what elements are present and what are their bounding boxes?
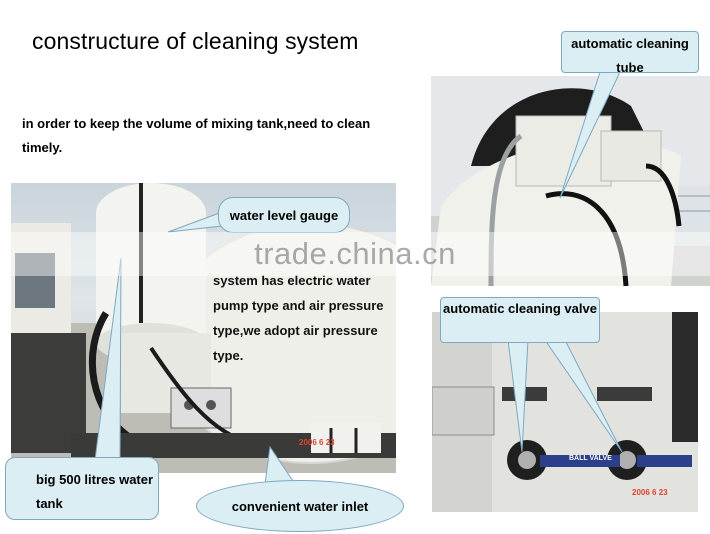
intro-text: in order to keep the volume of mixing ta… — [22, 116, 371, 155]
water-inlet-callout: convenient water inlet — [196, 480, 404, 532]
system-description: system has electric water pump type and … — [213, 273, 384, 363]
valve-date-stamp: 2006 6 23 — [632, 488, 668, 497]
page-title: constructure of cleaning system — [32, 28, 359, 54]
ball-valve-label: BALL VALVE — [569, 455, 612, 462]
cleaning-tube-photo — [431, 76, 710, 286]
automatic-cleaning-valve-callout: automatic cleaning valve — [440, 297, 600, 343]
photo-date-stamp: 2006 6 23 — [299, 438, 335, 447]
water-tank-callout: big 500 litres water tank — [5, 457, 159, 520]
water-level-gauge-callout: water level gauge — [218, 197, 350, 233]
watermark: trade.china.cn — [0, 232, 710, 276]
cleaning-valve-photo: BALL VALVE 2006 6 23 — [432, 312, 698, 512]
automatic-cleaning-tube-callout: automatic cleaning tube — [561, 31, 699, 75]
